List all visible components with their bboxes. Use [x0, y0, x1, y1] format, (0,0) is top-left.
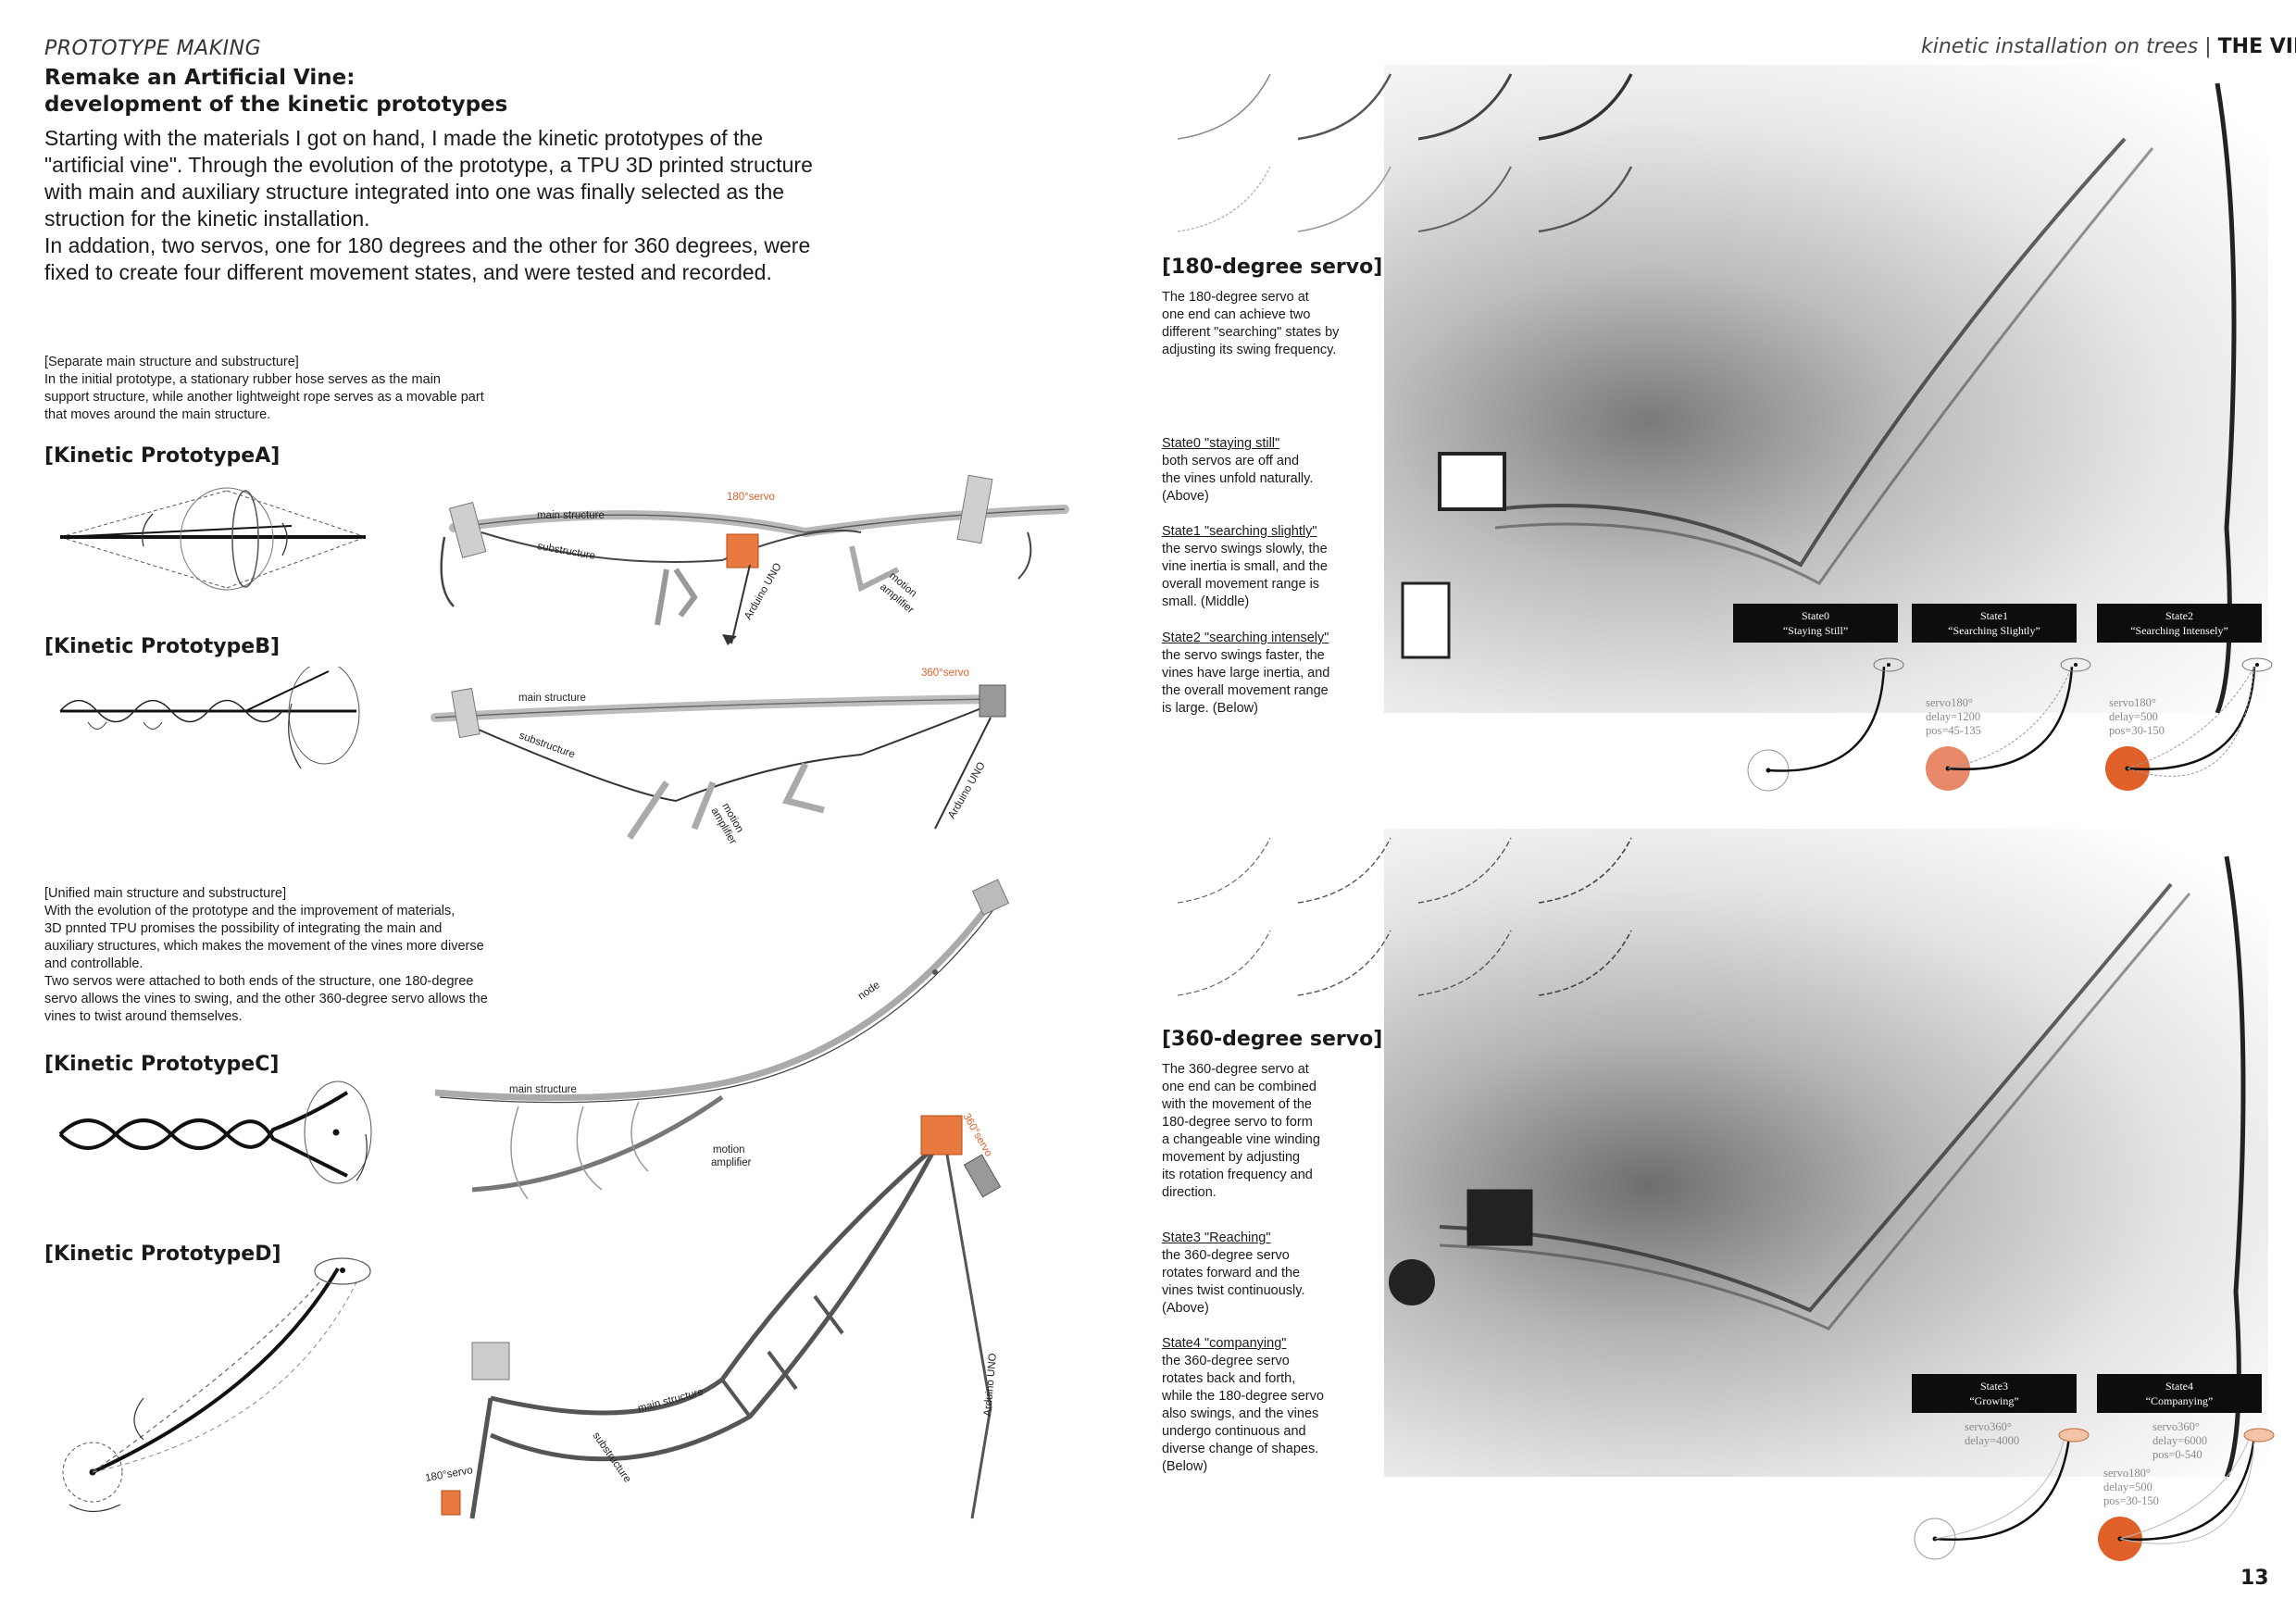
page-number: 13 [2240, 1567, 2269, 1590]
label-arduino-b: Arduino UNO [946, 760, 988, 820]
params-state4-180: servo180° delay=500 pos=30-150 [2103, 1467, 2159, 1507]
label-substructure: substructure [536, 541, 595, 562]
prototype-d-sketch: 360°servo 180°servo main structure subst… [424, 1112, 1002, 1519]
label-servo360-b: 360°servo [921, 668, 969, 679]
state3-diagram [1914, 1428, 2090, 1560]
vine-photo-top [1401, 82, 2237, 713]
params-state3: servo360° delay=4000 [1965, 1420, 2020, 1447]
prototype-a-diagram [59, 487, 367, 591]
photo-360-servo [1384, 829, 2268, 1477]
state3-description: State3 "Reaching" the 360-degree servo r… [1162, 1230, 1305, 1316]
state4-diagram [2098, 1428, 2275, 1561]
label-node: node [856, 980, 882, 1003]
params-state2: servo180° delay=500 pos=30-150 [2109, 696, 2165, 737]
state0-description: State0 "staying still" both servos are o… [1162, 436, 1314, 504]
state0-label-box: State0 “Staying Still” [1733, 604, 1898, 643]
running-header: kinetic installation on trees | THE VINE [1921, 35, 2296, 58]
label-main-structure: main structure [537, 510, 605, 521]
section-label: PROTOTYPE MAKING [44, 37, 262, 60]
vine-photo-bottom [1389, 856, 2246, 1477]
label-main-structure-b: main structure [518, 693, 586, 704]
prototype-b-diagram [59, 667, 360, 769]
state1-label-box: State1 “Searching Slightly” [1912, 604, 2077, 643]
page-title: Remake an Artificial Vine: development o… [44, 65, 507, 119]
params-state1: servo180° delay=1200 pos=45-135 [1926, 696, 1981, 737]
state4-label-box: State4 “Companying” [2097, 1374, 2262, 1413]
prototype-a-sketch: main structure substructure 180°servo mo… [440, 474, 1069, 645]
state3-label-box: State3 “Growing” [1912, 1374, 2077, 1413]
label-amplifier-c: amplifier [711, 1157, 752, 1168]
label-main-structure-c: main structure [509, 1084, 577, 1095]
label-arduino-d: Arduino UNO [982, 1353, 999, 1417]
prototype-d-title: [Kinetic PrototypeD] [44, 1243, 281, 1266]
servo180-title: [180-degree servo] [1162, 256, 1383, 279]
state-diagrams-360 [1914, 1428, 2275, 1561]
intro-paragraph: Starting with the materials I got on han… [44, 126, 813, 284]
prototype-c-diagram [58, 1081, 372, 1184]
state2-label-box: State2 “Searching Intensely” [2097, 604, 2262, 643]
vine-sequence-bottom [1177, 837, 1632, 996]
title-line-2: development of the kinetic prototypes [44, 93, 508, 117]
state1-description: State1 "searching slightly" the servo sw… [1162, 524, 1328, 609]
label-servo180-a: 180°servo [727, 492, 775, 503]
label-substructure-b: substructure [518, 731, 577, 761]
prototype-a-title: [Kinetic PrototypeA] [44, 444, 281, 468]
vine-sequence-top [1177, 73, 1633, 233]
state1-diagram [1926, 657, 2091, 791]
label-servo180-d: 180°servo [424, 1465, 473, 1484]
title-line-1: Remake an Artificial Vine: [44, 66, 356, 90]
label-motion-c: motion [713, 1144, 745, 1156]
prototype-c-title: [Kinetic PrototypeC] [44, 1053, 280, 1076]
state4-description: State4 "companying" the 360-degree servo… [1162, 1336, 1324, 1474]
params-state4-360: servo360° delay=6000 pos=0-540 [2152, 1420, 2208, 1461]
state-diagrams-180 [1747, 657, 2273, 792]
servo360-description: The 360-degree servo at one end can be c… [1162, 1062, 1320, 1200]
label-servo360-d: 360°servo [960, 1112, 993, 1159]
state2-description: State2 "searching intensely" the servo s… [1162, 631, 1330, 716]
servo180-description: The 180-degree servo at one end can achi… [1162, 290, 1340, 357]
prototype-b-title: [Kinetic PrototypeB] [44, 635, 281, 658]
prototype-b-sketch: main structure substructure 360°servo mo… [430, 668, 1006, 846]
prototype-d-diagram [62, 1257, 371, 1513]
prototype-c-sketch: main structure motion amplifier node [434, 879, 1010, 1200]
state0-diagram [1747, 657, 1904, 792]
note-separate-structure: [Separate main structure and substructur… [44, 355, 484, 422]
servo360-title: [360-degree servo] [1162, 1028, 1383, 1051]
state2-diagram [2105, 657, 2273, 791]
note-unified-structure: [Unified main structure and substructure… [44, 886, 488, 1024]
label-main-structure-d: main structure [637, 1386, 705, 1414]
